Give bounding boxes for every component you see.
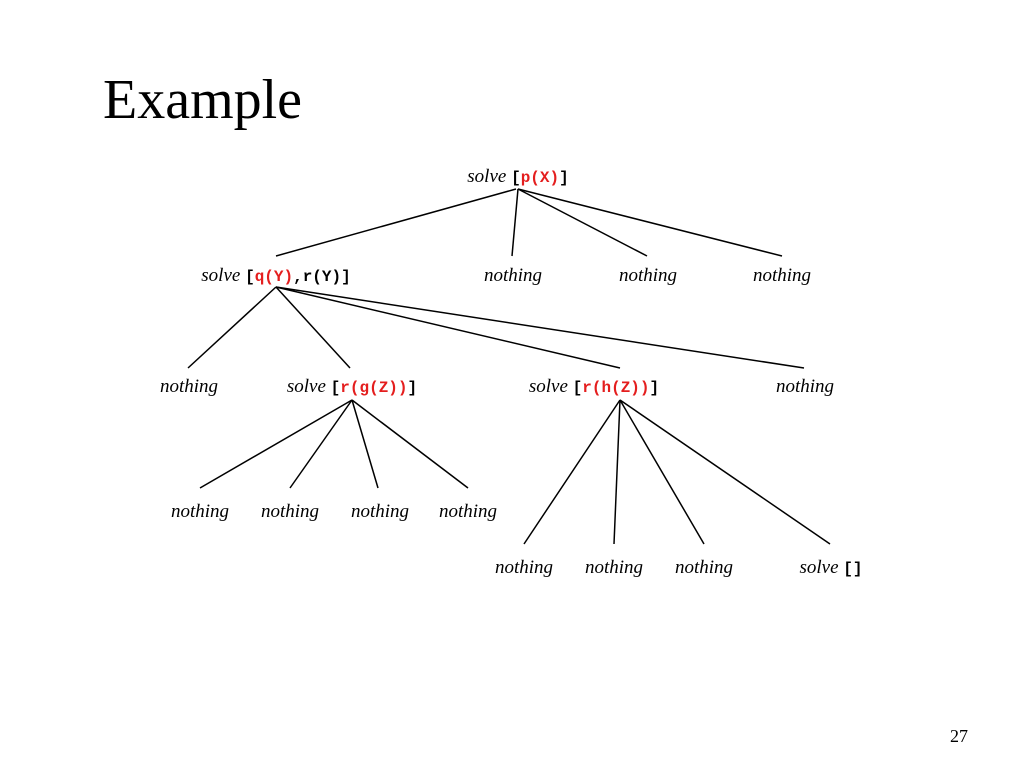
edge-rgz-to-nothing-2 (289, 399, 353, 489)
node-solve-empty-goal: [] (843, 560, 863, 578)
edge-rhz-to-nothing-2 (613, 399, 621, 545)
edge-rhz-to-solve-empty (619, 399, 831, 545)
node-solve-qy-open: [ (245, 268, 255, 286)
node-l2-nothing-right: nothing (775, 376, 835, 397)
node-l3-nothing-2: nothing (260, 501, 320, 522)
edge-root-to-nothing-3 (517, 188, 783, 257)
slide-title: Example (103, 69, 303, 131)
node-l3-nothing-1: nothing (170, 501, 230, 522)
node-root-close: ] (559, 169, 569, 187)
node-root-keyword: solve (467, 166, 507, 187)
node-solve-rhz-keyword: solve (528, 376, 568, 397)
node-solve-rgz: solve [r(g(Z))] (287, 376, 417, 399)
node-l3-nothing-4: nothing (438, 501, 498, 522)
node-l1-nothing-3: nothing (752, 265, 812, 286)
edge-rgz-to-nothing-3 (351, 399, 379, 489)
edge-qy-to-nothing-right (275, 286, 805, 369)
node-solve-rhz-goal: r(h(Z)) (582, 379, 650, 397)
edge-root-to-nothing-2 (517, 188, 648, 257)
node-solve-rgz-keyword: solve (286, 376, 326, 397)
node-solve-rhz: solve [r(h(Z))] (529, 376, 659, 399)
edge-qy-to-solve-rgz (275, 286, 351, 369)
edge-rgz-to-nothing-4 (351, 399, 469, 489)
node-root: solve [p(X)] (467, 166, 568, 189)
edge-rgz-to-nothing-1 (199, 399, 353, 489)
edge-root-to-nothing-1 (511, 188, 519, 257)
node-l4-nothing-1: nothing (494, 557, 554, 578)
edge-rhz-to-nothing-3 (619, 399, 705, 545)
node-solve-rhz-open: [ (572, 379, 583, 397)
node-solve-qy-goal: q(Y) (254, 268, 294, 286)
node-l4-nothing-3: nothing (674, 557, 734, 578)
node-solve-empty-keyword: solve (799, 557, 839, 578)
page-number: 27 (950, 726, 968, 746)
node-solve-rgz-open: [ (330, 379, 341, 397)
edge-qy-to-solve-rhz (275, 286, 621, 369)
node-root-goal: p(X) (520, 169, 560, 187)
node-solve-rhz-close: ] (649, 379, 660, 397)
node-l1-nothing-1: nothing (483, 265, 543, 286)
node-root-open: [ (511, 169, 521, 187)
node-solve-qy: solve [q(Y),r(Y)] (201, 265, 350, 288)
node-l3-nothing-3: nothing (350, 501, 410, 522)
node-solve-qy-rest: ,r(Y)] (293, 268, 351, 286)
node-solve-rgz-goal: r(g(Z)) (340, 379, 408, 397)
node-solve-qy-keyword: solve (201, 265, 241, 286)
node-l1-nothing-2: nothing (618, 265, 678, 286)
edge-root-to-solve-qy (275, 188, 517, 257)
node-l2-nothing-left: nothing (159, 376, 219, 397)
edge-rhz-to-nothing-1 (523, 399, 621, 545)
node-l4-nothing-2: nothing (584, 557, 644, 578)
node-solve-rgz-close: ] (407, 379, 418, 397)
node-solve-empty: solve [] (800, 557, 863, 580)
edge-qy-to-nothing-left (187, 286, 277, 369)
